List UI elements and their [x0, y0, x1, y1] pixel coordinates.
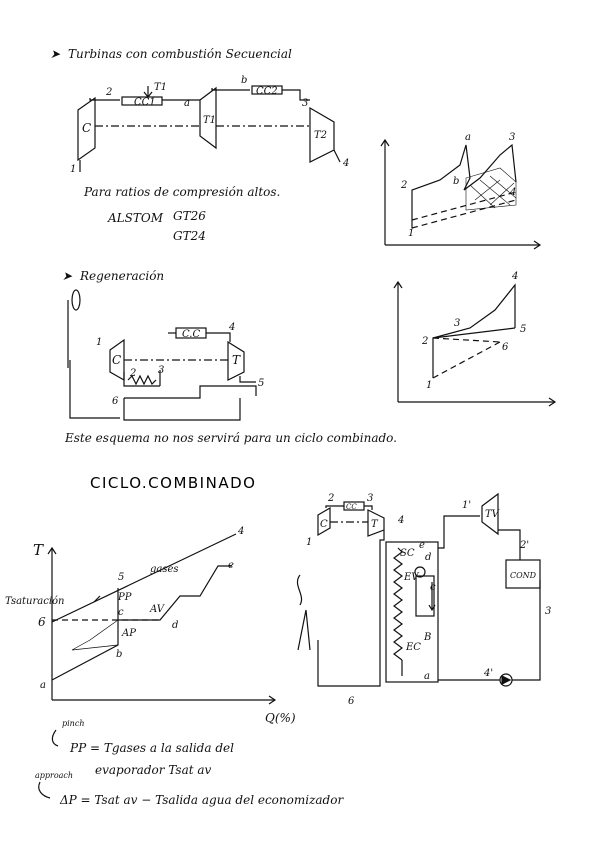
- plant-t-label: T: [371, 519, 379, 530]
- reg-point-5: 5: [258, 378, 264, 389]
- pinch-definition: PP = Tgases a la salida del: [69, 741, 234, 755]
- sequential-turbine-diagram: C 1 2 CC1 T1 a T1 b CC2 3 T2 4: [70, 75, 349, 175]
- plant-point-4: 4: [397, 515, 404, 526]
- approach-definition: ΔP = Tsat av − Tsalida agua del economiz…: [59, 793, 344, 807]
- plant-c-label: C: [320, 519, 328, 530]
- reg-turbine-label: T: [232, 353, 241, 367]
- fuel-1-label: T1: [154, 82, 167, 93]
- ts2-1: 1: [426, 380, 432, 391]
- tq-gases-label: gases: [150, 564, 179, 575]
- point-b: b: [241, 75, 247, 86]
- plant-point-d: d: [425, 552, 431, 563]
- plant-point-3: 3: [367, 493, 373, 504]
- note-high-ratio: Para ratios de compresión altos.: [83, 185, 280, 199]
- ts1-a: a: [465, 132, 471, 143]
- plant-point-c: c: [430, 582, 436, 593]
- turbine-2-label: T2: [314, 130, 327, 141]
- tq-point-b: b: [116, 649, 122, 660]
- ts-diagram-regeneration: 4 3 5 2 6 1: [394, 271, 555, 406]
- plant-cc-label: CC: [346, 503, 357, 511]
- ts1-2: 2: [400, 180, 407, 191]
- bullet-1: ➤: [50, 47, 61, 61]
- turbine-1-label: T1: [203, 115, 216, 126]
- ts2-5: 5: [520, 324, 526, 335]
- pinch-note: pinch: [62, 719, 84, 728]
- plant-point-e: e: [419, 540, 425, 551]
- tq-point-c: c: [118, 607, 124, 618]
- reg-point-6: 6: [112, 396, 119, 407]
- ts1-4: 4: [509, 187, 516, 198]
- section1-title: Turbinas con combustión Secuencial: [68, 47, 292, 61]
- tq-point-6: 6: [38, 615, 46, 629]
- ts1-3: 3: [509, 132, 515, 143]
- combined-cycle-plant-diagram: C 1 2 CC 3 T 4 SC EV EC B e d c a 6 1': [297, 493, 551, 707]
- regeneration-note: Este esquema no nos servirá para un cicl…: [64, 431, 397, 445]
- tq-pp-label: PP: [117, 592, 132, 603]
- plant-sc-label: SC: [400, 548, 415, 559]
- plant-point-4p: 4': [483, 668, 493, 679]
- brand-alstom: ALSTOM: [107, 211, 164, 225]
- point-a: a: [184, 98, 190, 109]
- regeneration-diagram: C 1 C.C 4 T 5 2 3 6: [68, 290, 264, 420]
- tq-point-d: d: [172, 620, 178, 631]
- plant-point-a: a: [424, 671, 430, 682]
- ts-diagram-sequential: a b 3 2 4 1: [381, 132, 540, 249]
- cc2-label: CC2: [256, 86, 278, 97]
- plant-tv-label: TV: [485, 509, 501, 520]
- plant-cond-label: COND: [510, 571, 537, 580]
- plant-point-2: 2: [327, 493, 334, 504]
- model-gt24: GT24: [173, 229, 206, 243]
- section3-title: CICLO.COMBINADO: [90, 474, 256, 492]
- reg-point-1: 1: [96, 337, 102, 348]
- ts2-3: 3: [454, 318, 460, 329]
- compressor-label: C: [82, 121, 91, 135]
- approach-note: approach: [35, 771, 73, 780]
- reg-point-2: 2: [129, 368, 136, 379]
- plant-point-1: 1: [306, 537, 312, 548]
- ts2-4: 4: [511, 271, 518, 282]
- bullet-2: ➤: [62, 269, 73, 283]
- ts1-b: b: [453, 176, 459, 187]
- reg-point-3: 3: [158, 365, 164, 376]
- plant-point-2p: 2': [519, 540, 529, 551]
- reg-point-4: 4: [228, 322, 235, 333]
- point-1: 1: [70, 164, 76, 175]
- plant-point-1p: 1': [462, 500, 471, 511]
- tq-point-e: e: [228, 560, 234, 571]
- tq-point-5: 5: [118, 572, 124, 583]
- reg-cc-label: C.C: [182, 329, 200, 340]
- tq-tsat-label: Tsaturación: [5, 596, 65, 607]
- plant-ec-label: EC: [405, 642, 421, 653]
- tq-ap-label: AP: [121, 628, 136, 639]
- ts2-2: 2: [421, 336, 428, 347]
- plant-point-3b: 3: [545, 606, 551, 617]
- cc1-label: CC1: [134, 97, 156, 108]
- tq-point-4: 4: [237, 526, 244, 537]
- point-4: 4: [342, 158, 349, 169]
- plant-ev-label: EV: [403, 572, 420, 583]
- model-gt26: GT26: [173, 209, 206, 223]
- tq-point-a: a: [40, 680, 46, 691]
- plant-b-label: B: [423, 632, 431, 643]
- tq-q-axis: Q(%): [265, 711, 296, 725]
- tq-diagram: T Q(%) Tsaturación 6 4 5 gases a b c d e…: [5, 526, 296, 725]
- point-3: 3: [302, 98, 308, 109]
- point-2: 2: [105, 87, 112, 98]
- ts1-1: 1: [408, 228, 414, 239]
- reg-compressor-label: C: [112, 353, 121, 367]
- tq-av-label: AV: [149, 604, 166, 615]
- plant-point-6: 6: [348, 696, 355, 707]
- ts2-6: 6: [502, 342, 509, 353]
- section2-title: Regeneración: [79, 269, 164, 283]
- pinch-definition-cont: evaporador Tsat av: [95, 763, 212, 777]
- tq-t-axis: T: [33, 541, 44, 559]
